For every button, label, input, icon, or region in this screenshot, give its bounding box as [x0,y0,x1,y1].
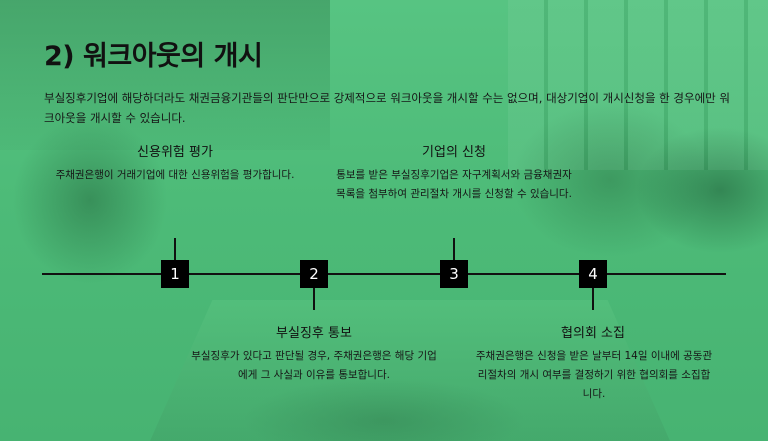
step-1-connector [174,238,176,260]
step-3-title: 기업의 신청 [422,145,486,160]
step-3-connector [453,238,455,260]
step-1-title: 신용위험 평가 [137,145,213,160]
step-2-description: 부실징후가 있다고 판단될 경우, 주채권은행은 해당 기업에게 그 사실과 이… [191,350,437,381]
step-1-description: 주채권은행이 거래기업에 대한 신용위험을 평가합니다. [55,169,295,181]
step-4-connector [592,288,594,310]
step-2-connector [313,288,315,310]
step-3-description: 통보를 받은 부실징후기업은 자구계획서와 금융채권자 목록을 첨부하여 관리절… [336,169,572,200]
step-3-node[interactable]: 3 [440,260,468,288]
background-stock-screen [0,0,330,150]
step-1-node[interactable]: 1 [161,260,189,288]
slide-title: 2) 워크아웃의 개시 [44,41,263,72]
step-4-title: 협의회 소집 [561,326,625,341]
intro-text: 부실징후기업에 해당하더라도 채권금융기관들의 판단만으로 강제적으로 워크아웃… [44,91,730,125]
timeline-line [42,273,726,275]
step-2-node[interactable]: 2 [300,260,328,288]
background-meeting-table [150,300,670,441]
step-4-node[interactable]: 4 [579,260,607,288]
step-4-description: 주채권은행은 신청을 받은 날부터 14일 이내에 공동관리절차의 개시 여부를… [475,350,713,400]
background-window [508,0,768,170]
step-2-title: 부실징후 통보 [276,326,352,341]
